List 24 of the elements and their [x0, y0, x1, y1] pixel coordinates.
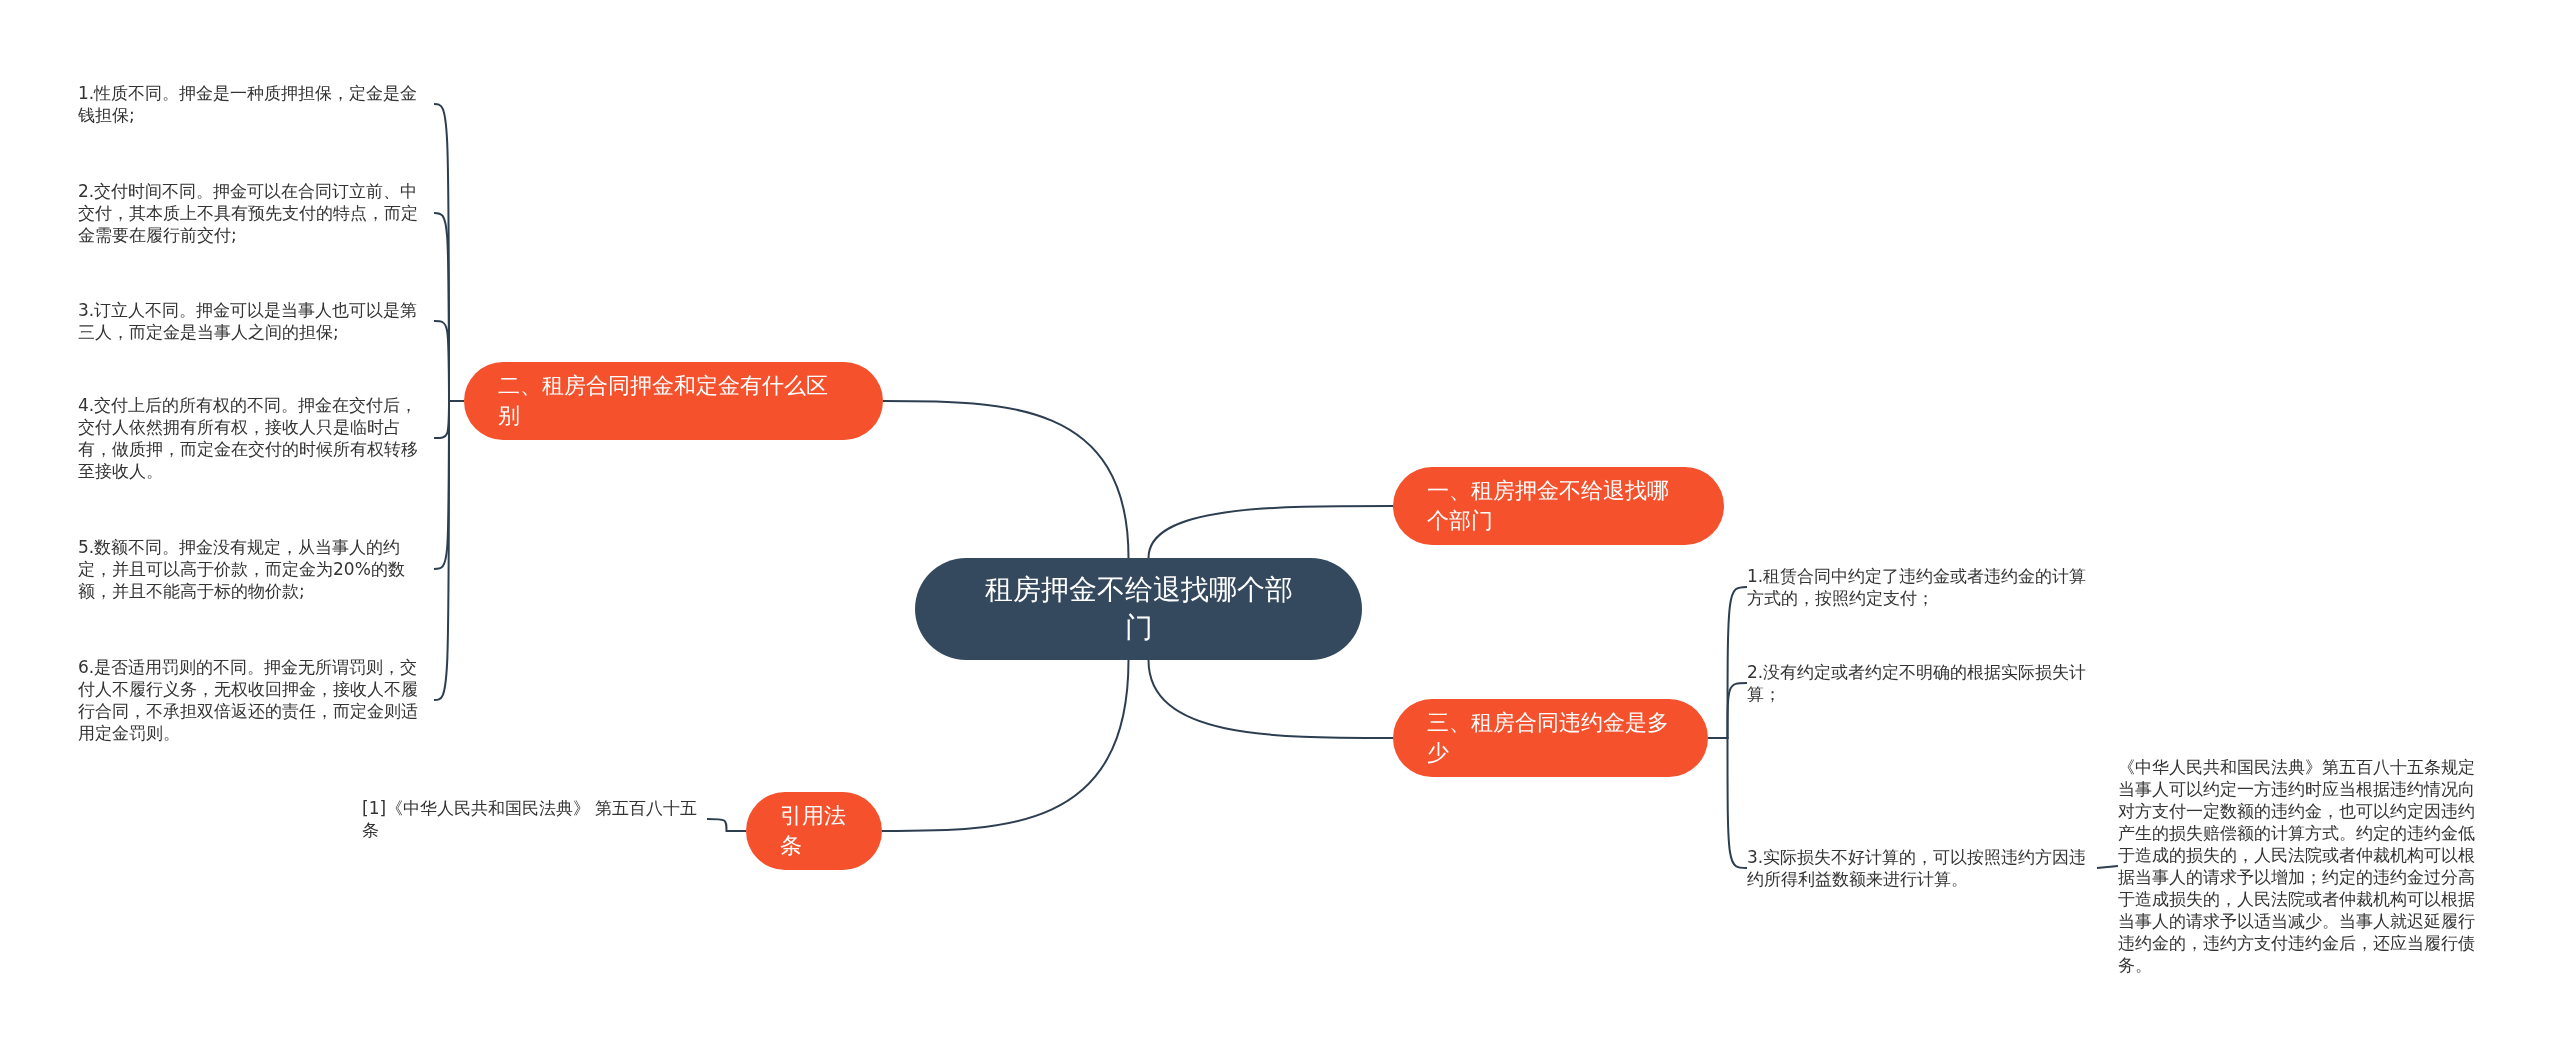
central-topic: 租房押金不给退找哪个部门 — [915, 558, 1362, 660]
topic-pill: 引用法条 — [746, 792, 882, 870]
note-text: 6.是否适用罚则的不同。押金无所谓罚则，交付人不履行义务，无权收回押金，接收人不履行合同，不承担双倍返还的责任，而定金则适用定金罚则。 — [78, 656, 434, 744]
topic-pill: 三、租房合同违约金是多少 — [1393, 699, 1708, 777]
connector-line — [882, 400, 1130, 559]
note-text: 2.没有约定或者约定不明确的根据实际损失计算； — [1747, 661, 2097, 705]
note-text: 5.数额不同。押金没有规定，从当事人的约定，并且可以高于价款，而定金为20%的数额，并且不能高于标的物价款; — [78, 536, 434, 602]
connector-line — [433, 400, 465, 701]
topic-pill: 二、租房合同押金和定金有什么区别 — [464, 362, 883, 440]
note-text: 1.租赁合同中约定了违约金或者违约金的计算方式的，按照约定支付； — [1747, 565, 2097, 609]
note-text: 1.性质不同。押金是一种质押担保，定金是金钱担保; — [78, 82, 434, 126]
connector-line — [1147, 505, 1394, 559]
topic-pill: 一、租房押金不给退找哪个部门 — [1393, 467, 1724, 545]
note-text: 《中华人民共和国民法典》第五百八十五条规定当事人可以约定一方违约时应当根据违约情况向对方支付一定数额的违约金，也可以约定因违约产生的损失赔偿额的计算方式。约定的违约金低于造成的损失的，人民法院或者仲裁机构可以根据当事人的请求予以增加；约定的违约金过分高于造成损失的，人民法院或者仲裁机构可以根据当事人的请求予以适当减少。当事人就迟延履行违约金的，违约方支付违约金后，还应当履行债务。 — [2118, 756, 2490, 976]
note-text: 4.交付上后的所有权的不同。押金在交付后，交付人依然拥有所有权，接收人只是临时占有，做质押，而定金在交付的时候所有权转移至接收人。 — [78, 394, 434, 482]
note-text: 2.交付时间不同。押金可以在合同订立前、中交付，其本质上不具有预先支付的特点，而定金需要在履行前交付; — [78, 180, 434, 246]
connector-line — [1147, 659, 1394, 739]
connector-line — [881, 659, 1130, 832]
connector-line — [1707, 737, 1748, 869]
note-text: 3.订立人不同。押金可以是当事人也可以是第三人，而定金是当事人之间的担保; — [78, 299, 434, 343]
note-text: 3.实际损失不好计算的，可以按照违约方因违约所得利益数额来进行计算。 — [1747, 846, 2097, 890]
note-text: [1]《中华人民共和国民法典》 第五百八十五条 — [362, 797, 707, 841]
connector-line — [2096, 865, 2119, 869]
connector-line — [706, 818, 747, 832]
